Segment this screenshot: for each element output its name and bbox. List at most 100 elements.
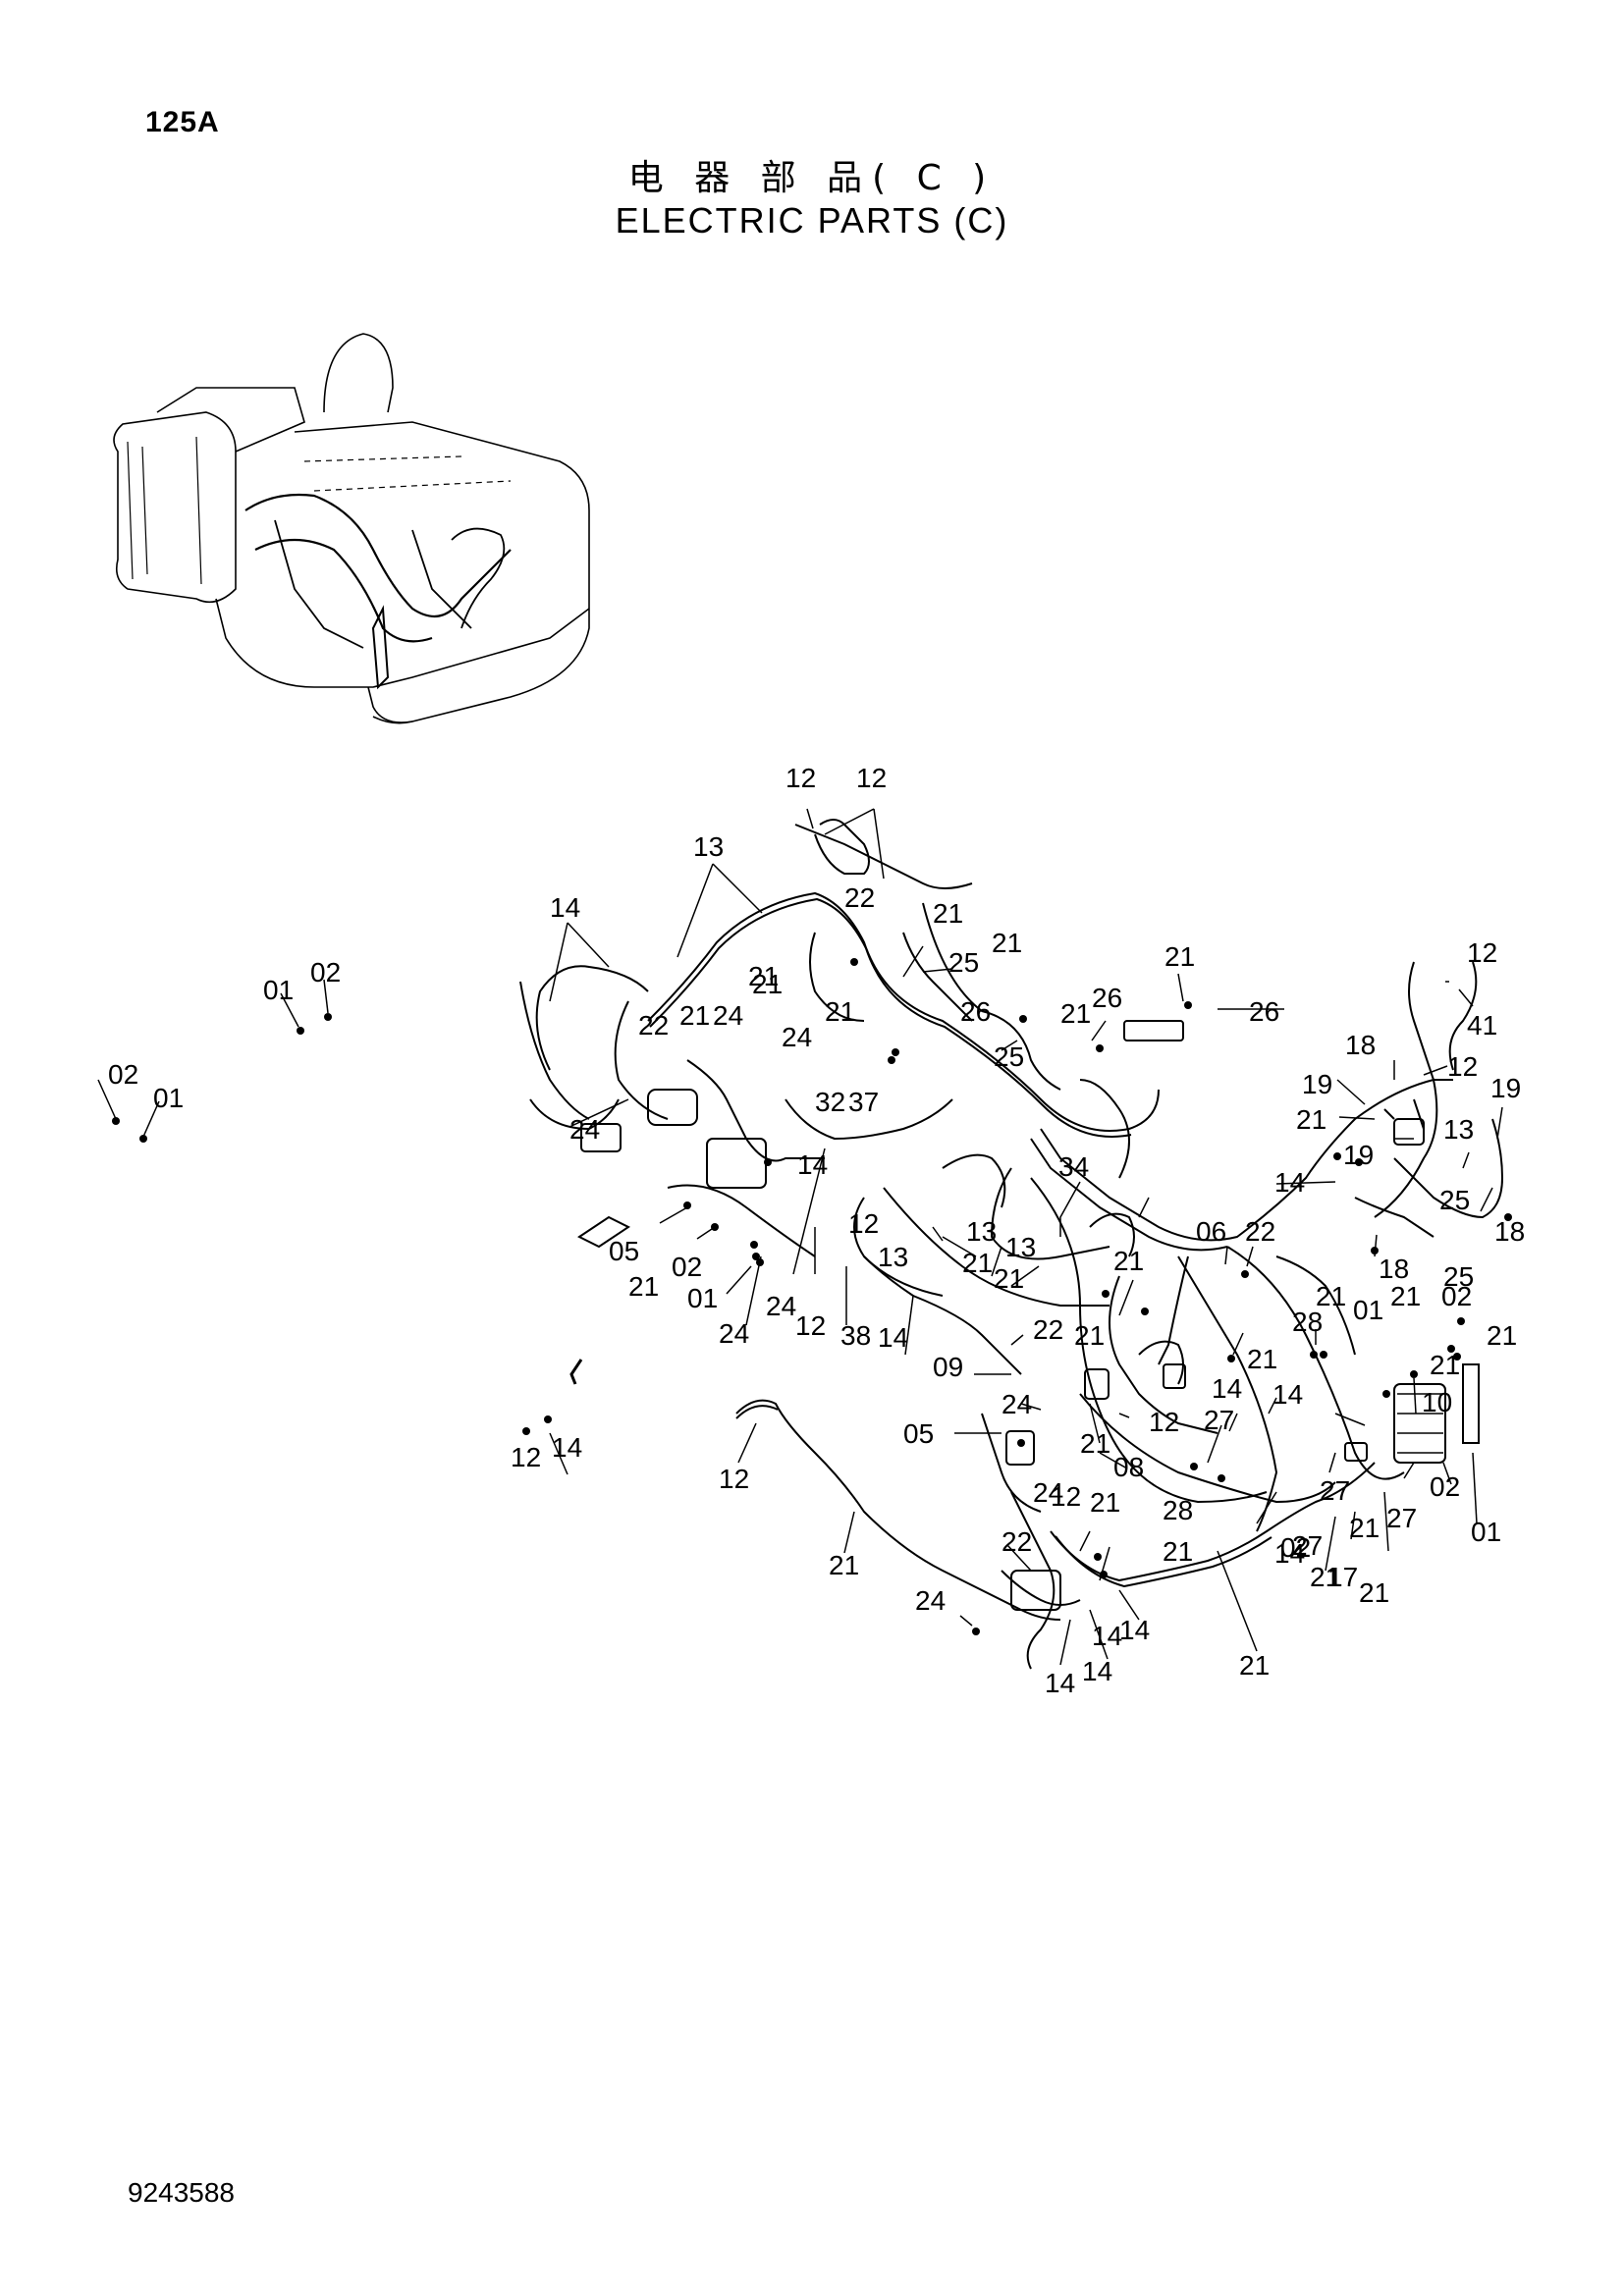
callout-label: 02 <box>1441 1281 1472 1311</box>
callout-label: 21 <box>1359 1577 1389 1608</box>
callout-label: 19 <box>1490 1073 1521 1103</box>
connector-24 <box>1084 1368 1110 1400</box>
callout-label: 14 <box>1119 1615 1150 1645</box>
callout-label: 24 <box>1033 1477 1063 1508</box>
connector-28 <box>1344 1442 1368 1462</box>
title-english: ELECTRIC PARTS (C) <box>615 200 1009 240</box>
callout-label: 14 <box>550 892 580 923</box>
callout-label: 21 <box>628 1271 659 1302</box>
callout-label: 02 <box>1280 1532 1311 1563</box>
callout-label: 28 <box>1163 1495 1193 1525</box>
callout-label: 27 <box>1386 1503 1417 1533</box>
callout-label: 24 <box>569 1114 600 1145</box>
callout-label: 13 <box>1005 1232 1036 1262</box>
callout-label: 21 <box>1296 1104 1326 1135</box>
callout-label: 13 <box>1443 1114 1474 1145</box>
connector-06 <box>1163 1363 1186 1389</box>
drawing-number: 9243588 <box>128 2177 236 2208</box>
callout-label: 21 <box>825 996 855 1027</box>
callout-label: 14 <box>1082 1656 1112 1686</box>
callout-label: 01 <box>1353 1295 1383 1325</box>
callout-label: 01 <box>153 1083 184 1113</box>
callout-label: 10 <box>1422 1387 1452 1417</box>
callout-label: 12 <box>848 1208 879 1239</box>
title-chinese: 电 器 部 品( C ) <box>627 158 997 198</box>
callout-label: 12 <box>719 1464 749 1494</box>
callout-label: 32 <box>815 1087 845 1117</box>
callout-label: 14 <box>1272 1379 1303 1410</box>
connector-13 <box>1393 1118 1425 1146</box>
callout-label: 21 <box>748 961 779 991</box>
callout-label: 12 <box>1051 1481 1081 1512</box>
callout-label: 06 <box>1196 1216 1226 1247</box>
clip-14 <box>569 1359 583 1385</box>
leader-lines <box>97 808 1503 1666</box>
callout-label: 21 <box>1247 1344 1277 1374</box>
callout-label: 21 <box>1316 1281 1346 1311</box>
callout-label: 21 <box>1080 1428 1110 1459</box>
callout-label: 14 <box>1274 1167 1305 1198</box>
callout-label: 18 <box>1379 1254 1409 1284</box>
callout-label: 21 <box>1487 1320 1517 1351</box>
callout-label: 21 <box>1239 1650 1270 1681</box>
callout-label: 26 <box>960 996 991 1027</box>
callout-label: 28 <box>1292 1307 1323 1337</box>
callout-label: 21 <box>679 1000 710 1031</box>
callout-label: 01 <box>1471 1517 1501 1547</box>
callout-label: 25 <box>1439 1185 1470 1215</box>
callout-label: 21 <box>1060 998 1091 1029</box>
callout-label: 01 <box>687 1283 718 1313</box>
callout-label: 27 <box>1204 1405 1234 1435</box>
controller-box <box>1393 1383 1446 1464</box>
callout-label: 21 <box>1090 1487 1120 1518</box>
callout-label: 22 <box>638 1010 669 1041</box>
callout-label: 22 <box>1245 1216 1275 1247</box>
bracket-08 <box>1462 1363 1480 1444</box>
callout-label: 21 <box>962 1248 993 1278</box>
excavator-overview-illustration <box>113 333 590 724</box>
callout-label: 14 <box>1045 1668 1075 1698</box>
callout-label: 13 <box>693 831 724 862</box>
callout-label: 02 <box>310 957 341 988</box>
callout-label: 24 <box>766 1291 796 1321</box>
callout-label: 17 <box>1327 1562 1358 1592</box>
callout-label: 12 <box>511 1442 541 1472</box>
callout-label: 12 <box>795 1310 826 1341</box>
callout-label: 12 <box>1149 1407 1179 1437</box>
callout-label: 21 <box>1390 1281 1421 1311</box>
callout-label: 27 <box>1320 1475 1350 1506</box>
callout-label: 24 <box>915 1585 946 1616</box>
bracket-26 <box>1123 1020 1184 1041</box>
callout-label: 22 <box>1033 1314 1063 1345</box>
callout-label: 05 <box>903 1418 934 1449</box>
callout-label: 12 <box>785 763 816 793</box>
callout-label: 38 <box>840 1320 871 1351</box>
callout-label: 12 <box>856 763 887 793</box>
callout-label: 12 <box>1447 1051 1478 1082</box>
callout-label: 14 <box>797 1149 828 1180</box>
callout-label: 26 <box>1092 983 1122 1013</box>
callout-label: 24 <box>719 1318 749 1349</box>
callout-label: 24 <box>713 1000 743 1031</box>
callout-label: 37 <box>848 1087 879 1117</box>
callout-label: 14 <box>1274 1538 1305 1569</box>
callout-label: 21 <box>1349 1513 1380 1543</box>
callout-label: 12 <box>1467 937 1497 968</box>
callout-label: 22 <box>1001 1526 1032 1557</box>
callout-label: 24 <box>782 1022 812 1052</box>
components <box>569 1020 1480 1611</box>
callout-label: 21 <box>1074 1320 1105 1351</box>
callout-label: 21 <box>992 928 1022 958</box>
callout-label: 21 <box>1164 941 1195 972</box>
callout-label: 18 <box>1345 1030 1376 1060</box>
callout-label: 02 <box>672 1252 702 1282</box>
callout-label: 01 <box>263 975 294 1005</box>
callout-label: 21 <box>1163 1536 1193 1567</box>
callout-label: 21 <box>994 1263 1024 1294</box>
callout-label: 26 <box>1249 996 1279 1027</box>
connector-09 <box>1005 1430 1035 1466</box>
callout-label: 21 <box>1310 1562 1340 1592</box>
callout-label: 22 <box>844 882 875 913</box>
callout-label: 19 <box>1302 1069 1332 1099</box>
